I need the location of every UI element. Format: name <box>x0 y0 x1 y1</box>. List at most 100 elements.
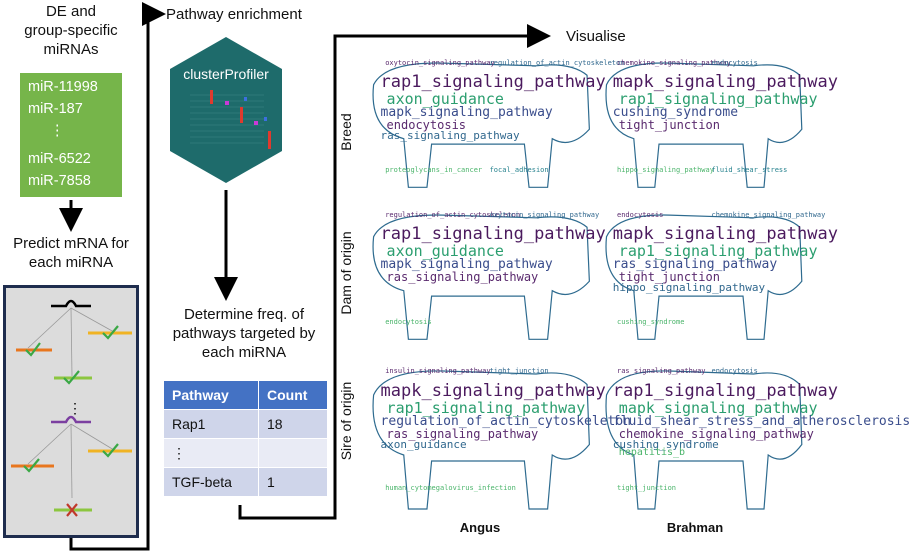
cloud-word-small: endocytosis <box>385 317 432 326</box>
mirna-item: miR-6522 <box>28 151 91 167</box>
cloud-word: hippo_signaling_pathway <box>612 280 766 294</box>
cloud-word-small: tight_junction <box>617 484 677 492</box>
cloud-word: rap1_signaling_pathway <box>386 399 586 417</box>
cloud-word: axon_guidance <box>386 89 504 108</box>
cloud-word: rap1_signaling_pathway <box>380 223 606 244</box>
cloud-word: mapk_signaling_pathway <box>612 223 838 244</box>
cloud-word: chemokine_signaling_pathway <box>618 427 814 441</box>
cloud-word: cushing_syndrome <box>612 438 719 451</box>
cow-silhouette-icon <box>605 370 803 510</box>
cloud-word: mapk_signaling_pathway <box>618 399 818 417</box>
cloud-word-small: chemokine_signaling_pathway <box>711 211 826 220</box>
de-title-line: miRNAs <box>43 41 99 58</box>
mirna-item: miR-187 <box>28 101 83 117</box>
mirna-item: miR-7858 <box>28 173 91 189</box>
cloud-word-small: oxytocin_signaling_pathway <box>489 211 600 220</box>
cloud-word-small: chemokine_signaling_pathway <box>617 59 731 68</box>
de-title-line: DE and <box>45 3 97 20</box>
cloud-word: axon_guidance <box>380 438 467 451</box>
row-label-sire: Sire of origin <box>338 381 354 461</box>
col-label-brahman: Brahman <box>666 520 724 535</box>
cloud-word: tight_junction <box>618 117 720 132</box>
table-row: TGF-beta 1 <box>163 467 328 497</box>
cow-silhouette-icon <box>605 214 803 340</box>
cloud-word: hepatitis_b <box>618 447 686 458</box>
cloud-word: ras_signaling_pathway <box>386 269 539 284</box>
row-label-dam: Dam of origin <box>338 231 354 315</box>
prediction-diagram-box: ⋮ <box>3 285 139 538</box>
table-cell: ⋮ <box>163 438 259 468</box>
cloud-word: regulation_of_actin_cytoskeleton <box>380 414 631 429</box>
cloud-word-small: ras_signaling_pathway <box>617 367 706 375</box>
cloud-word: rap1_signaling_pathway <box>612 381 838 401</box>
cloud-word: mapk_signaling_pathway <box>380 381 606 401</box>
cow-silhouette-icon <box>372 62 590 188</box>
cloud-word: endocytosis <box>386 117 467 132</box>
cloud-word: mapk_signaling_pathway <box>612 71 838 92</box>
pathway-count-table: Pathway Count Rap1 18 ⋮ TGF-beta 1 <box>163 380 328 497</box>
table-cell: 1 <box>258 467 328 497</box>
flow-arrows <box>59 2 551 551</box>
table-row: ⋮ <box>163 438 328 468</box>
table-cell: 18 <box>258 409 328 439</box>
check-icon <box>63 370 80 385</box>
cloud-word-small: proteoglycans_in_cancer <box>385 165 483 174</box>
table-header: Pathway <box>163 380 259 410</box>
mirna-hairpin-icon <box>51 299 91 308</box>
check-icon <box>23 458 40 473</box>
cloud-word: ras_signaling_pathway <box>612 256 778 272</box>
freq-title-line: Determine freq. of <box>183 306 305 323</box>
cloud-word-small: tight_junction <box>489 367 549 375</box>
cross-icon <box>66 503 78 517</box>
row-label-breed: Breed <box>338 113 354 151</box>
check-icon <box>102 325 119 340</box>
mirna-list-box: miR-11998 miR-187 ⋮ miR-6522 miR-7858 <box>20 73 122 197</box>
cloud-word: mapk_signaling_pathway <box>380 256 553 272</box>
cloud-word: tight_junction <box>618 269 720 284</box>
cloud-word: fluid_shear_stress_and_atherosclerosis <box>612 414 910 429</box>
cloud-word: ras_signaling_pathway <box>380 128 520 142</box>
cloud-word-small: insulin_signaling_pathway <box>385 367 491 375</box>
table-row: Rap1 18 <box>163 409 328 439</box>
freq-title-line: each miRNA <box>201 344 287 361</box>
cloud-word-small: endocytosis <box>711 367 758 375</box>
cow-silhouette-icon <box>605 62 803 188</box>
check-icon <box>25 342 41 357</box>
cloud-word-small: hippo_signaling_pathway <box>617 165 714 174</box>
clusterprofiler-hexagon-icon <box>170 37 282 183</box>
clusterprofiler-label: clusterProfiler <box>183 66 269 82</box>
check-icon <box>102 443 119 458</box>
table-cell: TGF-beta <box>163 467 259 497</box>
visualise-title: Visualise <box>566 28 626 45</box>
table-cell <box>258 438 328 468</box>
cloud-word: ras_signaling_pathway <box>386 427 539 441</box>
cloud-word: mapk_signaling_pathway <box>380 104 553 120</box>
mirna-target-diagram: ⋮ <box>11 299 132 517</box>
freq-title-line: pathways targeted by <box>172 325 316 342</box>
cloud-word-small: focal_adhesion <box>489 165 549 174</box>
cloud-word-small: cushing_syndrome <box>617 317 685 326</box>
cloud-word: rap1_signaling_pathway <box>380 71 606 92</box>
ellipsis-icon: ⋮ <box>68 400 82 416</box>
cloud-word-small: endocytosis <box>711 59 758 68</box>
mirna-hairpin-icon <box>51 415 91 424</box>
arrow-freq-to-visualise <box>238 24 551 520</box>
predict-title-line: Predict mRNA for <box>13 235 129 252</box>
cloud-word: cushing_syndrome <box>612 104 739 120</box>
cloud-word-small: fluid_shear_stress <box>711 165 788 174</box>
de-title-line: group-specific <box>24 22 118 39</box>
cloud-word-small: human_cytomegalovirus_infection <box>385 484 516 492</box>
freq-title: Determine freq. of pathways targeted by … <box>154 305 334 362</box>
cloud-word: axon_guidance <box>386 241 504 260</box>
cloud-word-small: oxytocin_signaling_pathway <box>385 59 495 68</box>
col-label-angus: Angus <box>459 520 501 535</box>
table-cell: Rap1 <box>163 409 259 439</box>
cow-silhouette-icon <box>372 370 590 510</box>
cloud-word: rap1_signaling_pathway <box>618 89 818 108</box>
de-title: DE and group-specific miRNAs <box>0 2 142 59</box>
predict-title-line: each miRNA <box>28 254 114 271</box>
